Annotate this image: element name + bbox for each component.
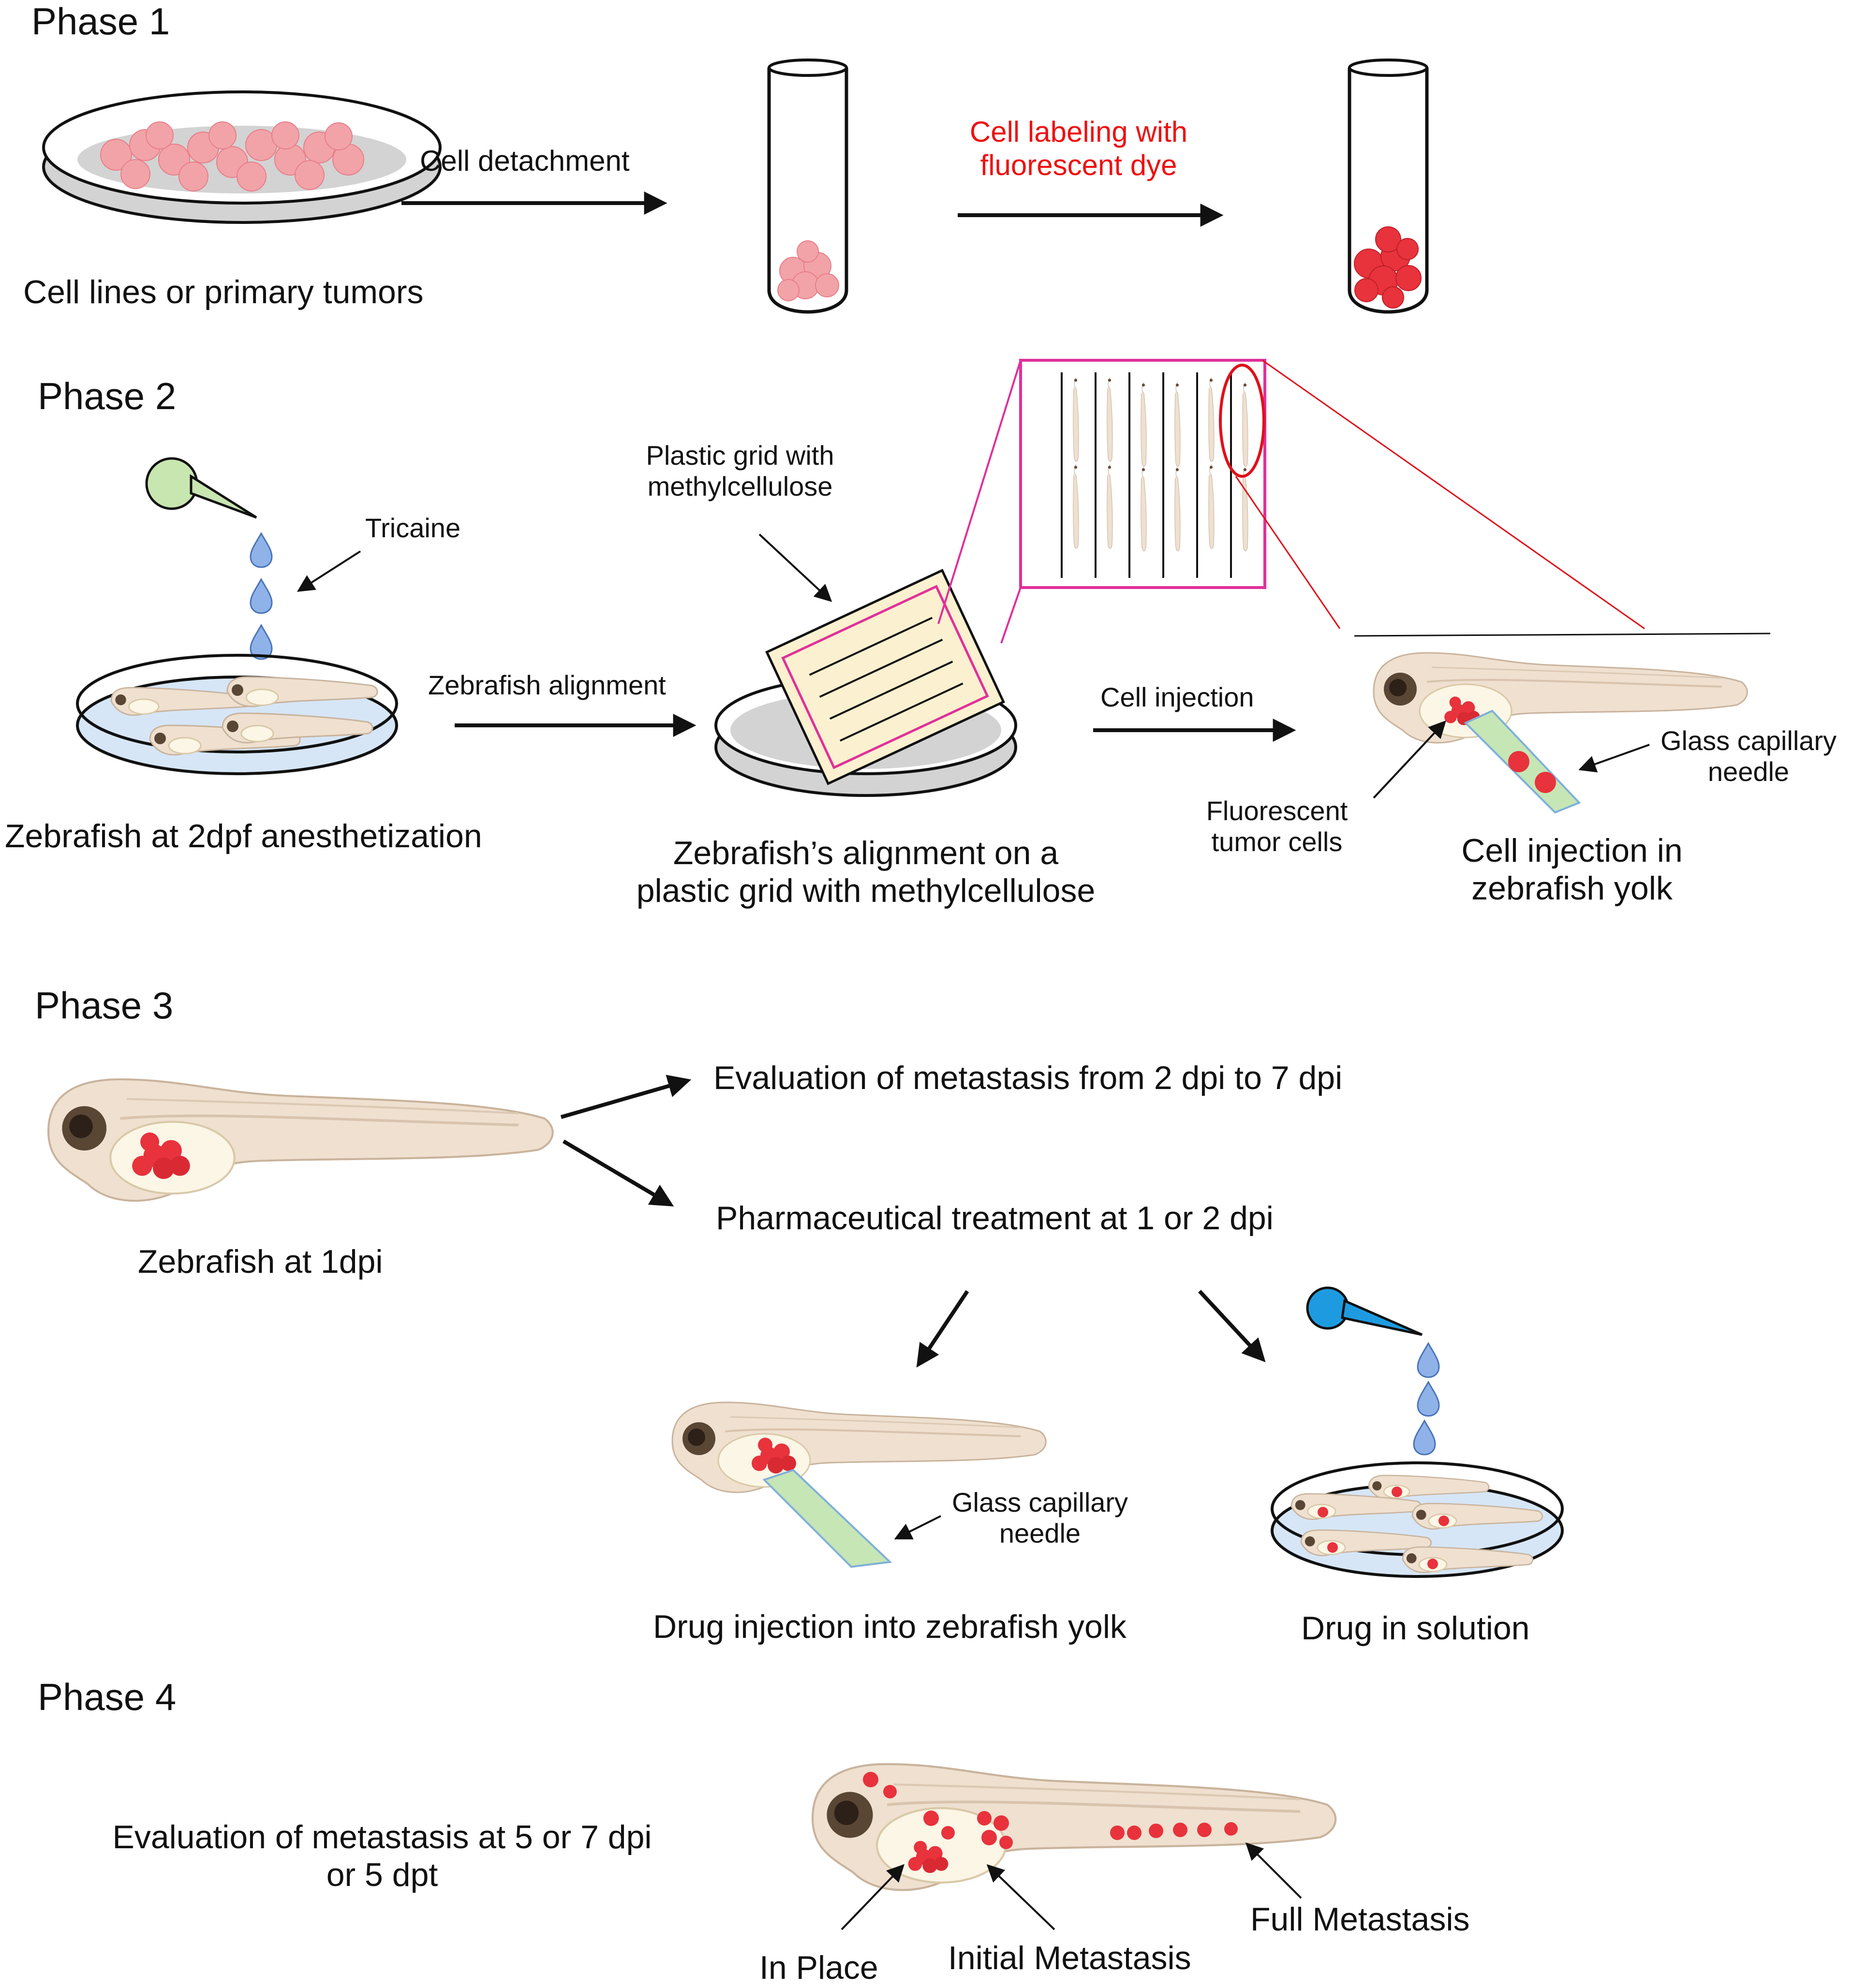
plastic-grid-line1: Plastic grid with — [646, 440, 834, 471]
arrow-drug-solution — [1198, 1290, 1266, 1363]
petri-dish-fish — [76, 654, 398, 775]
alignment-caption-line1: Zebrafish’s alignment on a — [673, 835, 1059, 871]
phase-4-title: Phase 4 — [38, 1676, 177, 1718]
phase-2-title: Phase 2 — [38, 375, 177, 417]
dropper-green — [145, 457, 257, 519]
glass-needle-label: Glass capillary needle — [1637, 725, 1860, 788]
cell-labeling-line2: fluorescent dye — [980, 149, 1177, 181]
needle-pointer-drug — [894, 1515, 941, 1540]
arrow-treatment — [562, 1139, 674, 1207]
plastic-grid-line2: methylcellulose — [647, 471, 833, 502]
fluorescent-tumor-line1: Fluorescent — [1206, 795, 1348, 826]
glass-needle-line1: Glass capillary — [1660, 725, 1837, 756]
phase4-evaluation-line1: Evaluation of metastasis at 5 or 7 dpi — [112, 1819, 652, 1855]
arrow-drug-injection — [916, 1290, 969, 1368]
full-metastasis-label: Full Metastasis — [1250, 1901, 1470, 1938]
treatment-branch-label: Pharmaceutical treatment at 1 or 2 dpi — [716, 1200, 1274, 1237]
tube-labeled-cells — [1348, 59, 1429, 314]
tricaine-label: Tricaine — [365, 513, 461, 543]
zoom-line-1 — [937, 360, 1022, 624]
tube-detached-cells — [767, 59, 848, 314]
fish-metastasis — [813, 1764, 1335, 1890]
grid-pointer — [758, 533, 832, 602]
cell-source-label: Cell lines or primary tumors — [23, 274, 424, 310]
phase-3-title: Phase 3 — [35, 984, 174, 1027]
fluorescent-tumor-label: Fluorescent tumor cells — [1180, 795, 1374, 858]
petri-dish-drug-solution — [1271, 1461, 1564, 1578]
drug-needle-line1: Glass capillary — [951, 1487, 1128, 1517]
zebrafish-alignment-label: Zebrafish alignment — [428, 670, 666, 700]
fish-drug-injection — [671, 1401, 1047, 1568]
cell-detachment-label: Cell detachment — [420, 145, 630, 177]
in-place-label: In Place — [759, 1949, 878, 1986]
tricaine-pointer — [297, 550, 361, 592]
fluorescent-tumor-line2: tumor cells — [1211, 826, 1343, 857]
red-zoom-baseline — [1354, 633, 1771, 637]
tricaine-drop-2 — [250, 578, 273, 614]
phase-1-title: Phase 1 — [31, 0, 170, 43]
cell-injection-label: Cell injection — [1100, 682, 1254, 712]
drug-drop-2 — [1417, 1381, 1440, 1417]
tricaine-drop-3 — [250, 624, 273, 660]
drug-drop-1 — [1417, 1342, 1440, 1378]
drug-solution-caption: Drug in solution — [1301, 1610, 1530, 1647]
tricaine-drop-1 — [250, 532, 273, 568]
zoom-line-2 — [1000, 587, 1022, 644]
injection-caption-line1: Cell injection in — [1461, 832, 1683, 869]
initial-metastasis-label: Initial Metastasis — [948, 1940, 1191, 1976]
anesthetization-caption: Zebrafish at 2dpf anesthetization — [5, 818, 482, 854]
grid-dish — [714, 569, 1017, 797]
glass-needle-line2: needle — [1707, 756, 1790, 787]
injection-caption-line2: zebrafish yolk — [1471, 870, 1673, 907]
phase4-evaluation-line2: or 5 dpt — [326, 1856, 438, 1894]
red-zoom-line-2 — [1235, 476, 1341, 629]
arrow-evaluation — [560, 1075, 692, 1119]
fish-1dpi — [48, 1079, 553, 1201]
initial-pointer — [986, 1864, 1055, 1930]
cell-labeling-line1: Cell labeling with — [969, 116, 1188, 148]
cell-labeling-label: Cell labeling with fluorescent dye — [919, 115, 1238, 182]
alignment-caption: Zebrafish’s alignment on a plastic grid … — [571, 834, 1161, 910]
tumor-pointer — [1373, 720, 1446, 799]
drug-needle-line2: needle — [999, 1518, 1081, 1549]
needle-pointer — [1578, 744, 1650, 773]
petri-dish-cells — [42, 90, 442, 224]
plastic-grid-label: Plastic grid with methylcellulose — [605, 440, 875, 502]
drug-needle-label: Glass capillary needle — [919, 1487, 1161, 1549]
in-place-pointer — [841, 1864, 904, 1930]
fish-cell-injection — [1373, 652, 1749, 814]
full-pointer — [1245, 1842, 1302, 1899]
evaluation-branch-label: Evaluation of metastasis from 2 dpi to 7… — [713, 1060, 1343, 1096]
dropper-blue — [1306, 1286, 1423, 1336]
drug-drop-3 — [1413, 1420, 1436, 1456]
alignment-caption-line2: plastic grid with methylcellulose — [636, 872, 1096, 910]
fish-1dpi-caption: Zebrafish at 1dpi — [138, 1243, 383, 1280]
drug-injection-caption: Drug injection into zebrafish yolk — [653, 1608, 1127, 1645]
red-zoom-line-1 — [1262, 359, 1645, 630]
grid-zoom-panel — [1019, 359, 1266, 589]
phase4-evaluation-label: Evaluation of metastasis at 5 or 7 dpi o… — [68, 1818, 697, 1894]
injection-caption: Cell injection in zebrafish yolk — [1412, 832, 1732, 907]
